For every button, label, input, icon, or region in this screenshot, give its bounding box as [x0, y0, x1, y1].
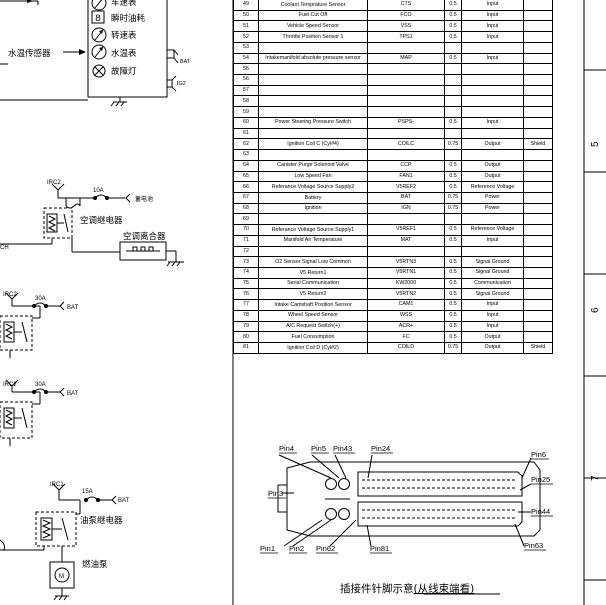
- ac-irc-label: IRC2: [47, 180, 61, 186]
- gauge-label-fault: 故障灯: [111, 66, 137, 77]
- pin-label-62: Pin62: [316, 544, 335, 553]
- pin-label-44: Pin44: [531, 507, 550, 516]
- motor-label: M: [59, 574, 64, 580]
- svg-text:8: 8: [95, 14, 101, 25]
- pin-label-25: Pin25: [531, 475, 550, 484]
- relay-box-2: [0, 315, 33, 351]
- fuel-consumption-display-icon: [91, 10, 105, 24]
- ac-relay-label: 空调继电器: [80, 215, 123, 226]
- pin-label-3: Pin3: [268, 489, 283, 498]
- s3-fuse-label: 30A: [35, 382, 46, 388]
- s3-irc-label: IRC2: [3, 382, 17, 388]
- s3-bat-label: BAT: [67, 391, 79, 397]
- zone-number-5: 5: [590, 141, 601, 147]
- fuel-pump-motor-icon: [54, 567, 70, 583]
- pin-label-4: Pin4: [279, 444, 294, 453]
- connector-caption-main: 插接件针脚示意: [340, 582, 414, 595]
- fuel-pump-label: 燃油泵: [82, 559, 108, 570]
- speedometer-icon: [91, 0, 107, 11]
- pin-label-24: Pin24: [371, 444, 390, 453]
- battery-label: 蓄电池: [135, 195, 153, 203]
- pin-label-43: Pin43: [333, 444, 352, 453]
- pin-label-6: Pin6: [531, 450, 546, 459]
- pin-label-63: Pin63: [524, 541, 543, 550]
- fuel-relay-label: 油泵继电器: [80, 515, 123, 526]
- fuel-pump-relay-box: [35, 511, 77, 547]
- pin-label-81: Pin81: [370, 544, 389, 553]
- ac-relay-box: [43, 207, 73, 239]
- s2-bat-label: BAT: [67, 305, 79, 311]
- bat-label: BAT: [180, 59, 191, 65]
- pin-label-5: Pin5: [311, 444, 326, 453]
- s2-fuse-label: 30A: [35, 296, 46, 302]
- fuel-bat-label: BAT: [118, 498, 130, 504]
- s2-irc-label: IRC2: [3, 292, 17, 298]
- ac-cut-text: CH: [0, 245, 9, 251]
- table-row: 56: [233, 74, 553, 86]
- gauge-label-speed: 车速表: [111, 0, 137, 8]
- water-sensor-label: 水温传感器: [8, 48, 51, 59]
- pin-label-2: Pin2: [289, 544, 304, 553]
- connector-caption-sub: (从线束端看): [414, 582, 475, 595]
- instrument-cluster-box: [87, 0, 168, 98]
- gauge-label-fuel: 瞬时油耗: [111, 13, 146, 24]
- table-row: 72: [233, 245, 553, 258]
- water-temp-gauge-icon: [91, 44, 107, 60]
- left-schematic: 8: [0, 0, 191, 601]
- gauge-label-water: 水温表: [111, 48, 137, 59]
- gauge-label-tacho: 转速表: [111, 30, 137, 41]
- zone-number-7: 7: [590, 475, 601, 481]
- pin-label-1: Pin1: [260, 544, 275, 553]
- tachometer-icon: [91, 27, 107, 43]
- zone-number-6: 6: [590, 307, 601, 313]
- note-cell: Shield: [523, 342, 553, 354]
- ac-clutch-label: 空调离合器: [123, 231, 166, 242]
- connector-caption: 插接件针脚示意(从线束端看): [340, 582, 474, 595]
- ig2-label: IG2: [177, 81, 186, 87]
- ac-fuse-label: 10A: [93, 188, 104, 194]
- fuel-irc-label: IRC1: [50, 482, 64, 488]
- relay-box-3: [0, 401, 33, 439]
- note-cell: [523, 0, 553, 11]
- fuel-fuse-label: 15A: [82, 489, 93, 495]
- fault-lamp-icon: [92, 64, 106, 78]
- connector-drawing: [277, 454, 541, 547]
